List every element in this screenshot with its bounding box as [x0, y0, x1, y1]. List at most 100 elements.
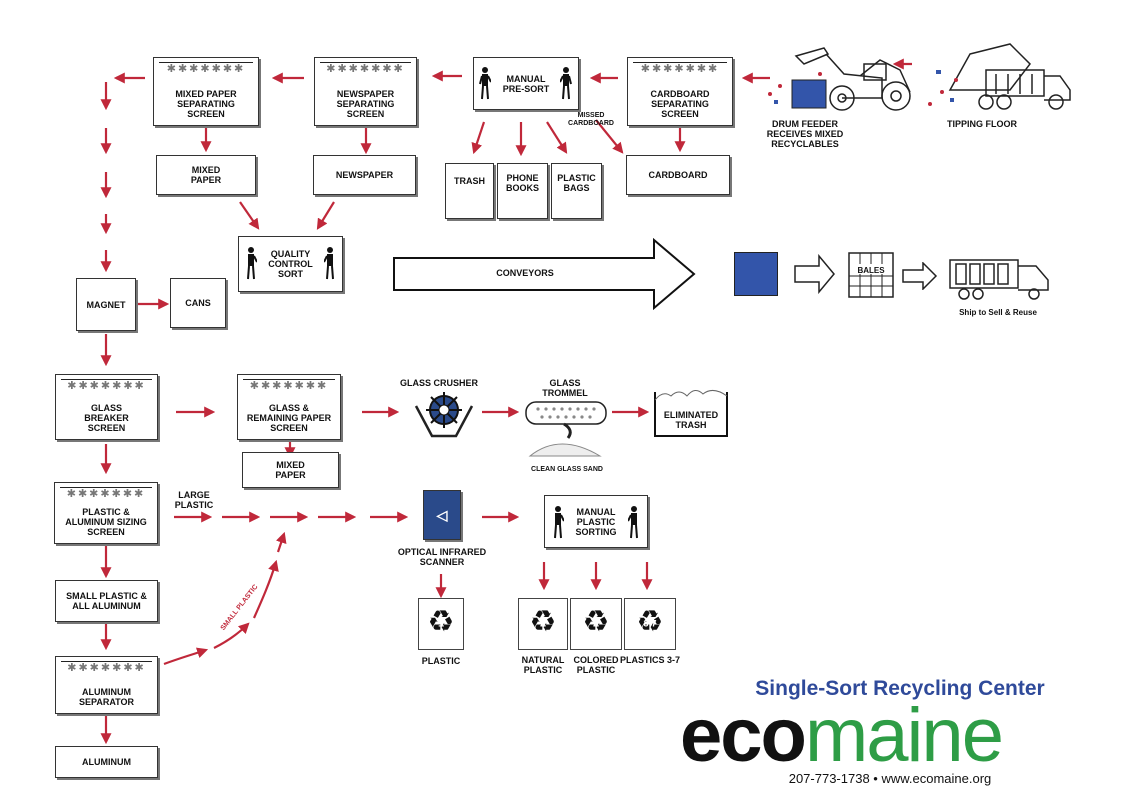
magnet-box: MAGNET: [76, 278, 136, 331]
mixed-paper-screen-box: ✱✱✱✱✱✱✱ MIXED PAPER SEPARATING SCREEN: [153, 57, 259, 126]
recycle-colored-num: 2: [592, 617, 600, 630]
arrow-outline-icon: [794, 254, 835, 294]
screen-stars-icon: ✱✱✱✱✱✱✱: [61, 379, 152, 392]
cans-label: CANS: [185, 298, 211, 308]
bale-block-icon: [734, 252, 778, 296]
scanner-icon: ◁: [423, 490, 461, 540]
truck-icon: [948, 43, 1071, 110]
glass-crusher-icon: [414, 392, 474, 438]
screen-stars-icon: ✱✱✱✱✱✱✱: [320, 62, 411, 75]
recycle-other-box: ♻ 3-7: [624, 598, 676, 650]
phone-books-box: PHONE BOOKS: [497, 163, 548, 219]
manual-plastic-box: MANUAL PLASTIC SORTING: [544, 495, 648, 548]
cardboard-box: CARDBOARD: [626, 155, 730, 195]
recyclables-debris: [768, 72, 958, 106]
aluminum-box: ALUMINUM: [55, 746, 158, 778]
manual-presort-label: MANUAL PRE-SORT: [502, 73, 550, 94]
manual-presort-box: MANUAL PRE-SORT: [473, 57, 579, 110]
tipping-floor-label: TIPPING FLOOR: [946, 119, 1017, 129]
aluminum-separator-box: ✱✱✱✱✱✱✱ ALUMINUM SEPARATOR: [55, 656, 158, 714]
bales-icon: [848, 252, 894, 298]
worker-icon: [560, 67, 572, 100]
drum-feeder-label: DRUM FEEDER RECEIVES MIXED RECYCLABLES: [766, 119, 844, 149]
plastic-aluminum-box: ✱✱✱✱✱✱✱ PLASTIC & ALUMINUM SIZING SCREEN: [54, 482, 158, 544]
glass-remaining-label: GLASS & REMAINING PAPER SCREEN: [246, 403, 332, 433]
recycle-colored-box: ♻ 2: [570, 598, 622, 650]
glass-crusher-label: GLASS CRUSHER: [399, 378, 478, 388]
mixed-paper-2-box: MIXED PAPER: [242, 452, 339, 488]
screen-stars-icon: ✱✱✱✱✱✱✱: [61, 661, 152, 674]
arrow-outline-icon: [902, 262, 938, 290]
screen-stars-icon: ✱✱✱✱✱✱✱: [633, 62, 727, 75]
tagline: Single-Sort Recycling Center: [755, 677, 1045, 700]
quality-control-label: QUALITY CONTROL SORT: [268, 249, 313, 279]
clean-glass-sand-label: CLEAN GLASS SAND: [531, 466, 603, 473]
ecomaine-logo: ecomaine: [680, 696, 1100, 776]
quality-control-box: QUALITY CONTROL SORT: [238, 236, 343, 292]
aluminum-separator-label: ALUMINUM SEPARATOR: [78, 687, 134, 707]
newspaper-screen-label: NEWSPAPER SEPARATING SCREEN: [336, 89, 395, 119]
recycle-other-num: 3-7: [643, 618, 657, 629]
recycle-colored-label: COLORED PLASTIC: [573, 655, 619, 675]
worker-icon: [479, 67, 491, 100]
optical-scanner-label: OPTICAL INFRARED SCANNER: [397, 547, 487, 567]
ship-label: Ship to Sell & Reuse: [959, 308, 1037, 317]
worker-icon: [554, 506, 564, 539]
magnet-label: MAGNET: [86, 299, 126, 310]
tipping-floor-illustration: [768, 43, 1071, 111]
logo-maine: maine: [804, 693, 1004, 778]
worker-icon: [628, 506, 638, 539]
screen-stars-icon: ✱✱✱✱✱✱✱: [243, 379, 335, 392]
recycle-plastic-box: ♻ 1: [418, 598, 464, 650]
glass-remaining-box: ✱✱✱✱✱✱✱ GLASS & REMAINING PAPER SCREEN: [237, 374, 341, 440]
recycle-other-label: PLASTICS 3-7: [620, 655, 681, 665]
bales-label: BALES: [857, 266, 885, 275]
small-plastic-label: SMALL PLASTIC & ALL ALUMINUM: [66, 591, 147, 611]
mixed-paper-screen-label: MIXED PAPER SEPARATING SCREEN: [175, 89, 237, 119]
mixed-paper-2-label: MIXED PAPER: [275, 460, 306, 480]
trash-label: TRASH: [454, 176, 485, 186]
manual-plastic-label: MANUAL PLASTIC SORTING: [575, 506, 617, 537]
plastic-bags-box: PLASTIC BAGS: [551, 163, 602, 219]
loader-icon: [794, 47, 911, 111]
aluminum-label: ALUMINUM: [82, 757, 131, 767]
recycle-natural-label: NATURAL PLASTIC: [521, 655, 565, 675]
cans-box: CANS: [170, 278, 226, 328]
drum-feeder-icon: [791, 79, 827, 109]
newspaper-box: NEWSPAPER: [313, 155, 416, 195]
recycle-natural-num: 2: [539, 617, 547, 630]
trash-bin-icon: [654, 390, 728, 437]
logo-eco: eco: [680, 693, 807, 778]
worker-icon: [247, 247, 257, 280]
trash-box: TRASH: [445, 163, 494, 219]
recycle-icon: ♻: [582, 604, 610, 640]
glass-breaker-label: GLASS BREAKER SCREEN: [84, 403, 129, 433]
plastic-bags-label: PLASTIC BAGS: [557, 173, 596, 193]
conveyors-label: CONVEYORS: [496, 268, 554, 278]
screen-stars-icon: ✱✱✱✱✱✱✱: [159, 62, 253, 75]
truck-icon: [949, 259, 1049, 300]
mixed-paper-label: MIXED PAPER: [190, 165, 222, 185]
trommel-icon: [525, 401, 607, 457]
recycle-plastic-label: PLASTIC: [421, 656, 461, 666]
plastic-aluminum-label: PLASTIC & ALUMINUM SIZING SCREEN: [65, 507, 147, 537]
mixed-paper-box: MIXED PAPER: [156, 155, 256, 195]
glass-breaker-box: ✱✱✱✱✱✱✱ GLASS BREAKER SCREEN: [55, 374, 158, 440]
missed-cardboard-label: MISSED CARDBOARD: [568, 112, 614, 127]
large-plastic-label: LARGE PLASTIC: [174, 490, 214, 510]
worker-icon: [324, 247, 334, 280]
screen-stars-icon: ✱✱✱✱✱✱✱: [60, 487, 152, 500]
cardboard-screen-box: ✱✱✱✱✱✱✱ CARDBOARD SEPARATING SCREEN: [627, 57, 733, 126]
glass-trommel-label: GLASS TROMMEL: [542, 378, 588, 398]
recycle-plastic-num: 1: [437, 617, 445, 630]
newspaper-screen-box: ✱✱✱✱✱✱✱ NEWSPAPER SEPARATING SCREEN: [314, 57, 417, 126]
recycle-icon: ♻: [529, 604, 557, 640]
cardboard-screen-label: CARDBOARD SEPARATING SCREEN: [650, 89, 710, 119]
recycle-icon: ♻: [636, 604, 664, 640]
recycle-natural-box: ♻ 2: [518, 598, 568, 650]
newspaper-label: NEWSPAPER: [335, 170, 394, 180]
eliminated-trash-label: ELIMINATED TRASH: [663, 410, 719, 430]
contact-line: 207-773-1738 • www.ecomaine.org: [788, 771, 992, 786]
